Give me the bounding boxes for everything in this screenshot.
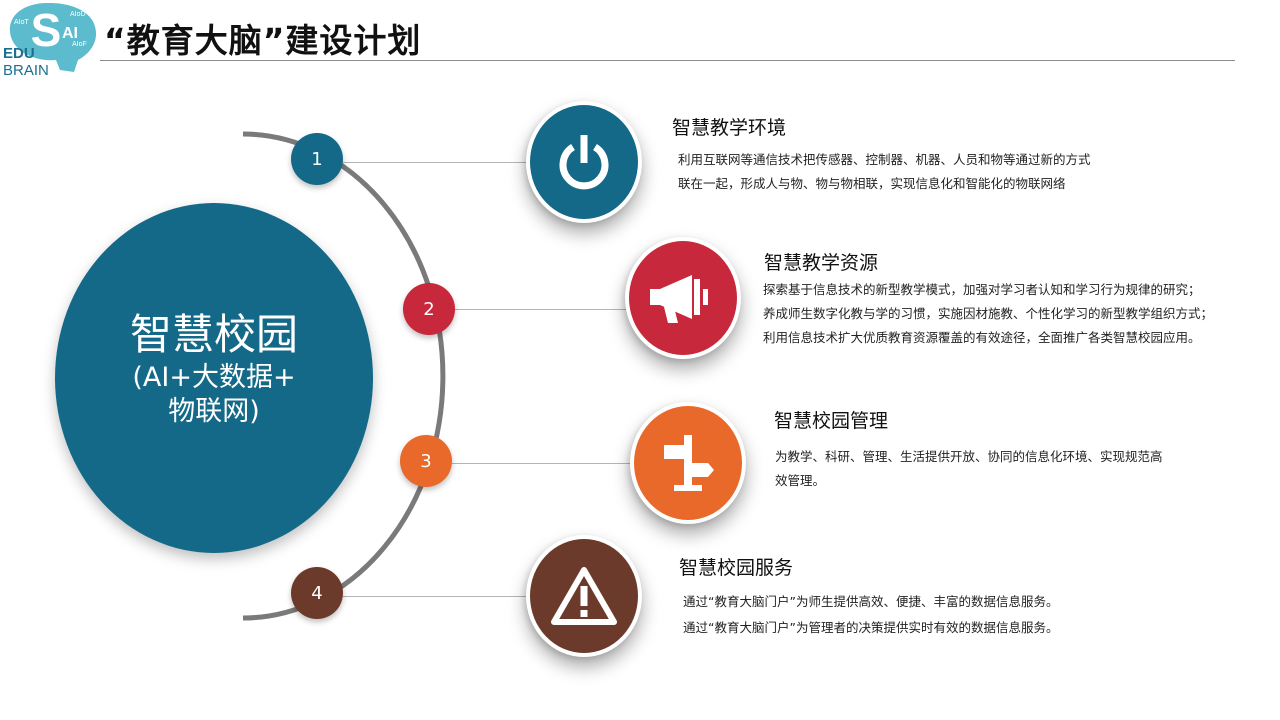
item-2-line-3: 利用信息技术扩大优质教育资源覆盖的有效途径，全面推广各类智慧校园应用。: [763, 330, 1201, 345]
warning-icon: [551, 567, 617, 625]
megaphone-icon: [650, 275, 708, 323]
logo-badge-aiod: AIoD: [70, 11, 86, 18]
item-4-title: 智慧校园服务: [679, 557, 794, 579]
item-2-line-2: 养成师生数字化教与学的习惯，实施因材施教、个性化学习的新型教学组织方式；: [763, 306, 1214, 321]
hub-sub-line-1: (AI+大数据+: [132, 362, 296, 393]
item-1-line-2: 联在一起，形成人与物、物与物相联，实现信息化和智能化的物联网络: [678, 176, 1066, 191]
item-4-line-2: 通过“教育大脑门户”为管理者的决策提供实时有效的数据信息服务。: [683, 620, 1059, 635]
item-4-line-1: 通过“教育大脑门户”为师生提供高效、便捷、丰富的数据信息服务。: [683, 594, 1059, 609]
step-number-3-label: 3: [420, 450, 432, 472]
connector-1: [343, 162, 530, 163]
hub-sub-line-2: 物联网): [168, 396, 260, 427]
item-1-title: 智慧教学环境: [672, 117, 787, 139]
signpost-icon: [664, 435, 714, 491]
item-2-line-1: 探索基于信息技术的新型教学模式，加强对学习者认知和学习行为规律的研究；: [763, 282, 1201, 297]
services-icon-circle: [526, 535, 642, 657]
step-number-1-label: 1: [311, 148, 323, 170]
step-number-1: 1: [291, 133, 343, 185]
step-number-2: 2: [403, 283, 455, 335]
logo-ai-mark: AI: [62, 25, 78, 42]
item-3-title: 智慧校园管理: [774, 410, 889, 432]
item-3-line-2: 效管理。: [775, 473, 826, 488]
logo-brain-text: BRAIN: [3, 62, 49, 79]
connector-3: [452, 463, 632, 464]
environment-icon-circle: [526, 101, 642, 223]
item-2-title: 智慧教学资源: [764, 252, 879, 274]
step-number-4-label: 4: [311, 582, 323, 604]
resources-icon-circle: [625, 237, 741, 359]
step-number-4: 4: [291, 567, 343, 619]
management-icon-circle: [630, 402, 746, 524]
page-title: “教育大脑”建设计划: [104, 21, 422, 60]
power-icon: [559, 135, 609, 190]
item-1-line-1: 利用互联网等通信技术把传感器、控制器、机器、人员和物等通过新的方式: [678, 152, 1091, 167]
connector-4: [343, 596, 530, 597]
step-number-2-label: 2: [423, 298, 435, 320]
edu-brain-logo: S AI AIoT AIoD AIoF EDU BRAIN: [0, 0, 105, 82]
title-divider: [100, 60, 1235, 61]
logo-big-letter: S: [31, 4, 62, 56]
step-number-3: 3: [400, 435, 452, 487]
logo-edu-text: EDU: [3, 45, 35, 62]
item-3-line-1: 为教学、科研、管理、生活提供开放、协同的信息化环境、实现规范高: [775, 449, 1163, 464]
logo-graphic: S AI AIoT AIoD AIoF EDU BRAIN: [3, 2, 97, 79]
hub-label: 智慧校园: [129, 310, 298, 359]
central-hub-circle: 智慧校园 (AI+大数据+ 物联网): [55, 203, 373, 553]
connector-2: [455, 309, 627, 310]
logo-badge-aiot: AIoT: [14, 19, 30, 26]
logo-badge-aiof: AIoF: [72, 41, 87, 48]
